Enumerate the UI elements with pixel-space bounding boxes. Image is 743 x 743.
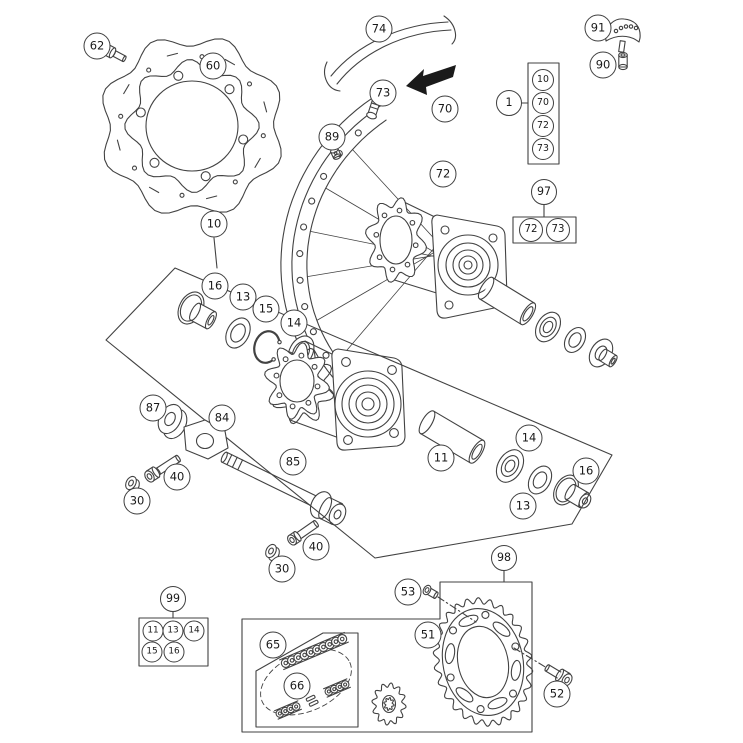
callout-13b: 13 [509,492,537,520]
upper-axle-parts [477,276,618,368]
callout-65: 65 [259,631,287,659]
callout-g1-70: 70 [532,92,554,114]
callout-30b: 30 [268,555,296,583]
rear-sprocket [432,597,534,727]
callout-g1-73: 73 [532,138,554,160]
chain-kit-box [255,632,359,728]
rim-lock-part [605,18,641,53]
callout-g99-14: 14 [183,620,205,642]
callout-87: 87 [139,394,167,422]
callout-51: 51 [414,621,442,649]
right-axle-parts [418,410,592,509]
callout-98: 98 [491,545,517,571]
leader-lines [172,102,548,669]
lower-hub [264,340,406,451]
callout-66: 66 [283,672,311,700]
callout-15a: 15 [252,295,280,323]
group-98-box [241,581,533,733]
callout-16b: 16 [572,457,600,485]
callout-g99-13: 13 [162,620,184,642]
callout-73a: 73 [369,79,397,107]
callout-74: 74 [365,15,393,43]
callout-84: 84 [208,404,236,432]
callout-30a: 30 [123,487,151,515]
callout-85: 85 [279,448,307,476]
sprocket-bolt-top [422,584,439,599]
callout-91: 91 [584,14,612,42]
callout-g97-73: 73 [546,218,570,242]
callout-13a: 13 [229,283,257,311]
callout-g1-10: 10 [532,69,554,91]
callout-52: 52 [543,680,571,708]
rim-lock-nut-part [618,51,628,71]
callout-10: 10 [200,210,228,238]
group-10-outline [105,267,613,559]
callout-90: 90 [589,51,617,79]
callout-11a: 11 [427,444,455,472]
callout-62: 62 [83,32,111,60]
callout-72a: 72 [429,160,457,188]
callout-40b: 40 [302,533,330,561]
callout-g99-16: 16 [163,641,185,663]
callout-g1-72: 72 [532,115,554,137]
callout-g99-11: 11 [142,620,164,642]
callout-89: 89 [318,123,346,151]
callout-53: 53 [394,578,422,606]
callout-1: 1 [496,90,522,116]
callout-70: 70 [431,95,459,123]
callout-14b: 14 [515,424,543,452]
front-sprocket [371,682,407,726]
callout-g99-15: 15 [141,641,163,663]
callout-60: 60 [199,52,227,80]
group-1-box [527,62,560,165]
chain-kit [260,631,352,720]
circlip [253,330,282,364]
callout-16a: 16 [201,272,229,300]
callout-97: 97 [531,179,557,205]
callout-99: 99 [160,586,186,612]
brake-disc [102,38,282,214]
direction-arrow-icon [406,65,456,95]
callout-14a: 14 [280,309,308,337]
callout-g97-72: 72 [519,218,543,242]
callout-40a: 40 [163,463,191,491]
